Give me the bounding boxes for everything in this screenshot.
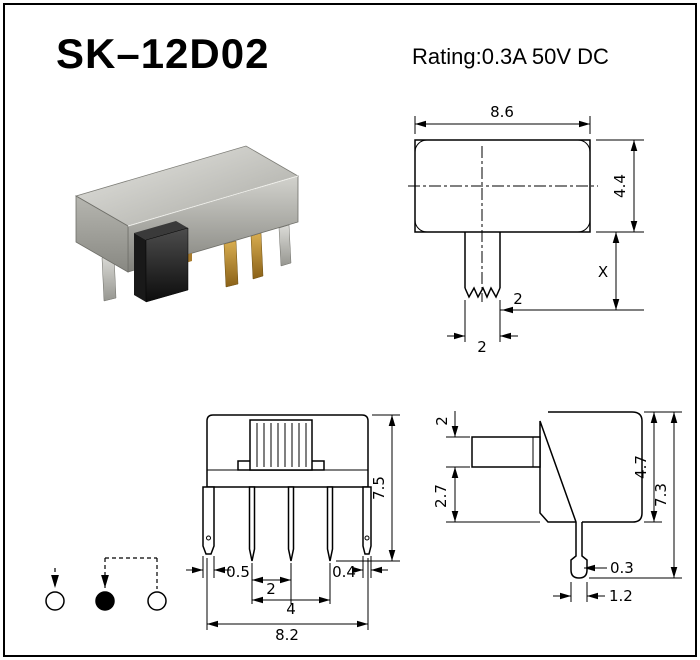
dim-side-knob-to-bottom: 2.7: [432, 484, 450, 508]
photo-pin-3: [278, 224, 292, 267]
dim-side-pin-width: 1.2: [609, 587, 633, 605]
product-photo: [74, 145, 300, 303]
photo-knob-side: [134, 233, 146, 302]
top-view-drawing: 8.6 4.4 X 2 2: [408, 103, 644, 356]
dim-side-pin-thickness: 0.3: [610, 559, 634, 577]
front-view-pin-2: [287, 486, 295, 562]
photo-knob-top: [134, 221, 188, 240]
side-view-knob: [471, 436, 541, 468]
dim-front-total-height: 7.5: [370, 476, 388, 500]
top-view-stem-break-line: [464, 286, 501, 299]
dim-front-pin-pitch: 2: [266, 580, 276, 598]
dim-front-body-width: 8.2: [275, 626, 299, 644]
circuit-schematic: [45, 557, 167, 611]
dim-top-body-width: 8.6: [490, 103, 514, 121]
photo-pin-2: [250, 232, 264, 280]
schematic-terminal-common: [95, 591, 115, 611]
front-view-drawing: 7.5 0.5 0.4 2 4 8.2: [186, 414, 400, 644]
front-view-left-lug: [202, 486, 215, 555]
dim-front-right-lug: 0.4: [332, 563, 356, 581]
side-view-body-outline: [539, 411, 643, 523]
front-view-pin-1: [248, 486, 256, 562]
photo-body-end: [75, 195, 129, 273]
dim-front-pin-span: 4: [286, 600, 296, 618]
front-view-knob: [249, 419, 313, 471]
side-view-drawing: 2 2.7 4.7 7.3 0.3 1.2: [432, 411, 682, 605]
dim-top-stem-travel: X: [598, 263, 608, 281]
dim-side-body-height: 4.7: [632, 455, 650, 479]
top-view-corner-fillets: [414, 139, 591, 233]
schematic-terminal-right: [147, 591, 167, 611]
dim-side-total-height: 7.3: [652, 483, 670, 507]
schematic-terminal-left: [45, 591, 65, 611]
part-number-title: SK–12D02: [56, 30, 270, 77]
front-view-pin-3: [326, 486, 334, 562]
rating-text: Rating:0.3A 50V DC: [412, 44, 609, 69]
photo-knob-front: [145, 227, 189, 303]
photo-pin-1: [223, 240, 239, 288]
side-view-pin: [570, 522, 588, 579]
dim-top-body-height: 4.4: [611, 174, 629, 198]
dim-front-left-lug: 0.5: [226, 563, 250, 581]
front-view-knob-serrations: [256, 423, 307, 467]
dim-top-stem-offset: 2: [513, 290, 523, 308]
dim-side-knob-height: 2: [433, 416, 451, 426]
dim-top-stem-width: 2: [477, 338, 487, 356]
